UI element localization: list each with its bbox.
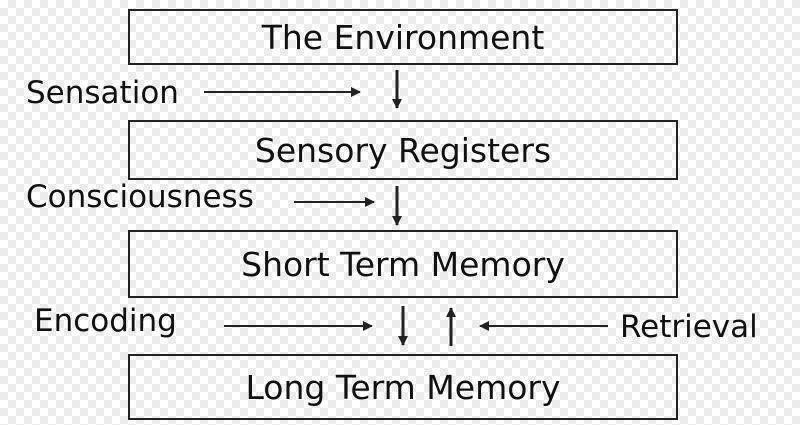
short-term-memory-box: Short Term Memory xyxy=(128,230,678,298)
sensory-registers-box: Sensory Registers xyxy=(128,120,678,180)
long-term-memory-box: Long Term Memory xyxy=(128,354,678,420)
sensation-label: Sensation xyxy=(26,75,179,111)
long-term-memory-label: Long Term Memory xyxy=(245,367,561,407)
retrieval-label: Retrieval xyxy=(620,309,758,345)
short-term-memory-label: Short Term Memory xyxy=(241,244,565,284)
encoding-label: Encoding xyxy=(34,303,177,339)
consciousness-label: Consciousness xyxy=(26,179,254,215)
environment-box: The Environment xyxy=(128,9,678,65)
sensory-registers-label: Sensory Registers xyxy=(254,130,552,170)
environment-label: The Environment xyxy=(261,17,545,57)
